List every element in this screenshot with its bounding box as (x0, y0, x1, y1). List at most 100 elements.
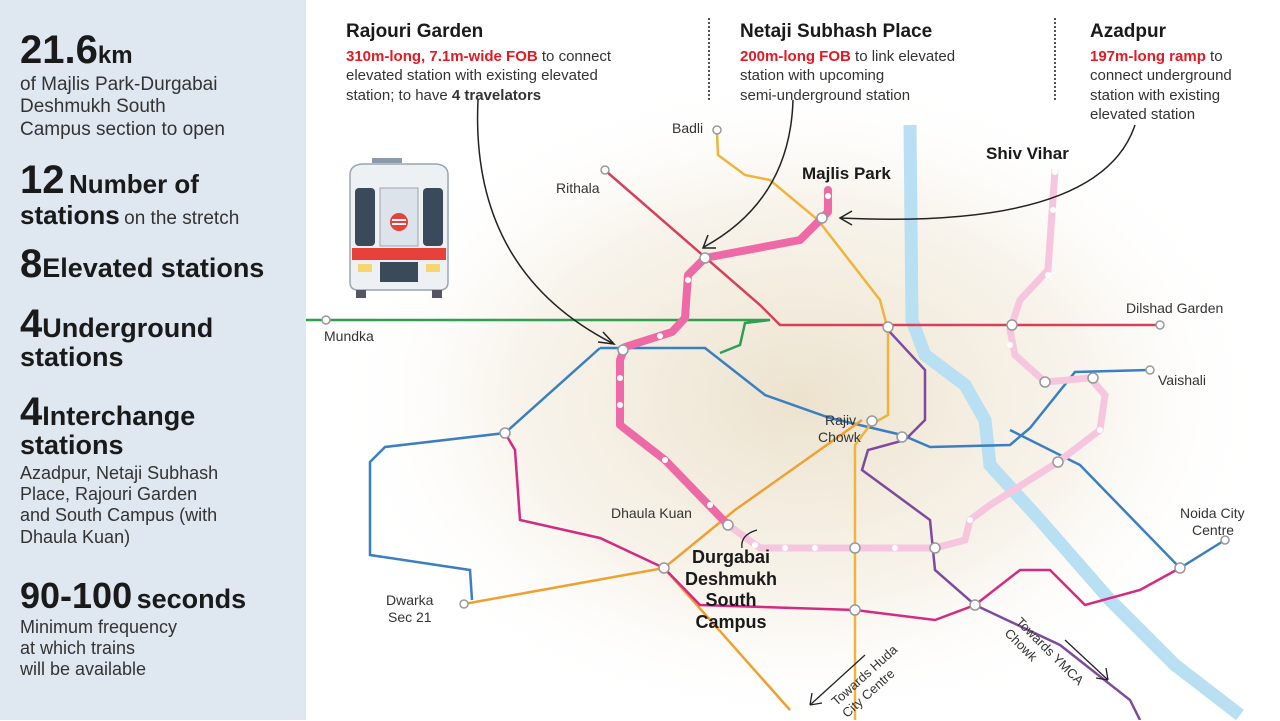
station-noida-city-centre (1220, 535, 1230, 545)
callout-azadpur-text-4: elevated station (1090, 106, 1196, 124)
callout-rajouri-text-2: elevated station with existing elevated (346, 67, 598, 85)
callout-netaji-text-3: semi-underground station (740, 86, 911, 104)
callout-azadpur: Azadpur 197m-long ramp to connect underg… (1090, 20, 1275, 125)
callout-azadpur-text-1: to (1205, 47, 1223, 65)
underground-label-b: stations (20, 342, 124, 372)
stat-stations: 12 Number of stations on the stretch (20, 160, 302, 231)
stop-johri-enclave (1050, 207, 1056, 213)
interchange-desc-3: and South Campus (with (20, 505, 218, 526)
station-karkarduma (1039, 376, 1051, 388)
callout-netaji-subhash-place: Netaji Subhash Place 200m-long FOB to li… (740, 20, 1040, 105)
length-value: 21.6 (20, 28, 98, 72)
callout-rajouri-title: Rajouri Garden (346, 21, 484, 42)
violet-line (860, 329, 1142, 720)
callout-azadpur-text-3: station with existing (1090, 86, 1221, 104)
interchange-desc-2: Place, Rajouri Garden (20, 484, 198, 505)
station-shankar-vihar (658, 562, 670, 574)
label-durgabai-3: South (705, 590, 757, 611)
station-rithala (600, 165, 610, 175)
callout-separator-2 (1054, 18, 1056, 100)
frequency-desc-1: Minimum frequency (20, 617, 178, 637)
yellow-line (715, 132, 890, 720)
stat-elevated: 8Elevated stations (20, 244, 302, 284)
blue-line-east (600, 346, 1151, 449)
stations-value: 12 (20, 158, 65, 202)
label-dhaula-kuan: Dhaula Kuan (611, 505, 692, 521)
metro-train-icon (349, 158, 449, 298)
stations-label-a: Number of (68, 169, 199, 199)
interchange-label-a: Interchange (42, 401, 196, 431)
station-anand-vihar (1087, 372, 1099, 384)
length-desc-1: of Majlis Park-Durgabai (20, 74, 218, 95)
station-ina (849, 542, 861, 554)
arrow-rajouri-garden (476, 99, 613, 344)
station-dhaula-kuan (722, 519, 734, 531)
label-dilshad-garden: Dilshad Garden (1126, 300, 1224, 316)
label-rajiv: Rajiv (825, 412, 857, 428)
label-majlis-park: Majlis Park (802, 164, 891, 183)
pink-line-stops (617, 169, 1103, 551)
station-vaishali (1145, 365, 1155, 375)
frequency-desc-2: at which trains (20, 638, 136, 659)
station-janakpuri (499, 427, 511, 439)
station-dilshad-garden (1155, 320, 1165, 330)
stop-esi-hospital (617, 375, 623, 381)
label-vaishali: Vaishali (1158, 372, 1206, 388)
callout-rajouri-garden: Rajouri Garden 310m-long, 7.1m-wide FOB … (346, 20, 691, 105)
label-durgabai-2: Deshmukh (684, 568, 778, 589)
pointer-durgabai (741, 529, 758, 549)
stop-delhi-cantt (707, 502, 713, 508)
stop-maujpur (1007, 342, 1013, 348)
label-chowk: Chowk (818, 429, 861, 445)
arrow-azadpur (839, 124, 1136, 220)
yamuna-river (903, 124, 1244, 720)
stop-mayapuri (617, 402, 623, 408)
callout-rajouri-text-3: station; to have (346, 86, 452, 104)
label-dwarka-sec: Sec 21 (388, 609, 432, 625)
arrow-netaji-subhash (703, 99, 794, 248)
label-shiv-vihar: Shiv Vihar (986, 144, 1069, 163)
callout-netaji-highlight: 200m-long FOB (740, 47, 851, 65)
blue-line-noida (1009, 428, 1226, 570)
station-hauz-khas (849, 604, 861, 616)
callout-azadpur-text-2: connect underground (1090, 67, 1232, 85)
metro-map-svg (306, 70, 1270, 720)
station-mayur-vihar (1052, 456, 1064, 468)
callout-netaji-title: Netaji Subhash Place (740, 21, 933, 42)
callout-netaji-text-2: station with upcoming (740, 67, 885, 85)
magenta-line (503, 432, 1181, 622)
station-mandi-house (896, 431, 908, 443)
label-dwarka: Dwarka (386, 592, 434, 608)
stop-south-ext (892, 545, 898, 551)
stat-frequency: 90-100 seconds Minimum frequency at whic… (20, 578, 302, 681)
station-badli (712, 125, 722, 135)
stats-sidebar: 21.6km of Majlis Park-Durgabai Deshmukh … (0, 0, 306, 720)
elevated-value: 8 (20, 242, 43, 286)
arrow-azadpur-head (838, 210, 853, 226)
label-durgabai-deshmukh-south-campus: Durgabai Deshmukh South Campus (676, 547, 786, 633)
length-desc-2: Deshmukh South (20, 96, 166, 118)
stop-majlis-park (825, 193, 831, 199)
frequency-value: 90-100 (20, 575, 133, 616)
label-rithala: Rithala (556, 180, 600, 196)
label-durgabai-4: Campus (695, 611, 767, 632)
airport-line (463, 418, 863, 606)
station-kalkaji (969, 599, 981, 611)
stop-shiv-vihar (1052, 169, 1058, 175)
label-mundka: Mundka (324, 328, 374, 344)
frequency-desc-3: will be available (20, 659, 147, 680)
station-dwarka-sec-21 (459, 599, 469, 609)
callout-separator-1 (708, 18, 710, 100)
station-lajpat-nagar (929, 542, 941, 554)
label-badli: Badli (672, 120, 704, 136)
callout-azadpur-title: Azadpur (1090, 21, 1166, 42)
station-welcome (1006, 319, 1018, 331)
label-noida-centre: Centre (1192, 522, 1235, 538)
station-rajouri-garden (617, 344, 629, 356)
airport-line-south (663, 567, 791, 711)
stations-label-b: stations (20, 200, 120, 230)
length-desc-3: Campus section to open (20, 118, 225, 140)
stop-bhikaji-cama (812, 545, 818, 551)
station-netaji-subhash (699, 252, 711, 264)
red-line (606, 171, 1160, 327)
